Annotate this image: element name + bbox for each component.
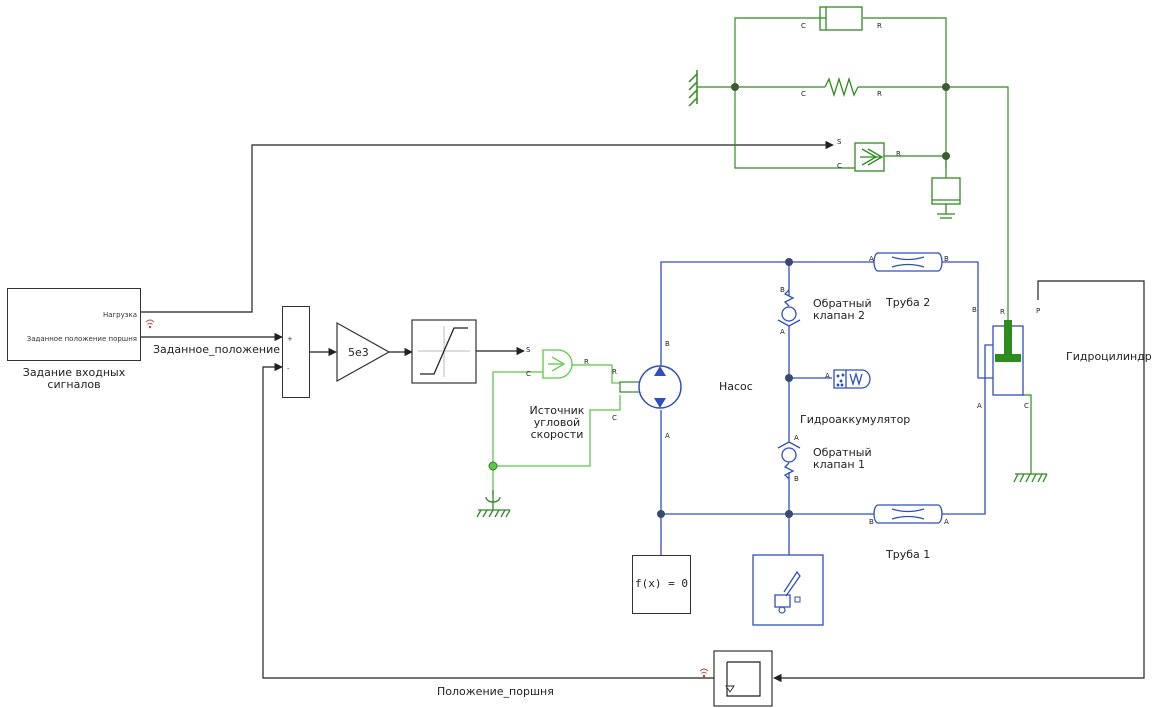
port-label: R — [877, 90, 882, 98]
source-label-2: угловой — [533, 416, 581, 429]
gain-value: 5e3 — [348, 346, 369, 359]
hydraulic-cylinder-icon[interactable] — [992, 320, 1024, 396]
sum-minus: - — [287, 365, 290, 373]
solver-block[interactable]: f(x) = 0 — [632, 555, 691, 614]
source-label-3: скорости — [530, 428, 584, 441]
inputs-block[interactable]: Нагрузка Заданное положение поршня — [7, 288, 141, 361]
accumulator-label: Гидроаккумулятор — [800, 413, 911, 426]
port-label: B — [794, 475, 799, 483]
inputs-label-2: сигналов — [47, 378, 101, 391]
mechanical-nodes — [731, 83, 950, 160]
port-label: S — [837, 138, 842, 146]
damper-icon[interactable] — [819, 6, 863, 31]
port-label: A — [794, 434, 799, 442]
setpoint-signal-label: Заданное_положение — [153, 343, 280, 356]
rotational-lines — [492, 364, 621, 495]
port-label: C — [526, 370, 531, 378]
port-label: A — [977, 402, 982, 410]
spring-icon[interactable] — [824, 76, 859, 98]
signal-lines — [140, 140, 1145, 683]
scope-block[interactable] — [713, 650, 773, 707]
check-valve-1-label-1: Обратный — [813, 446, 872, 459]
pipe-1-label: Труба 1 — [886, 548, 931, 561]
port-label: R — [877, 22, 882, 30]
rotational-node — [488, 461, 498, 471]
check-valve-2-label-1: Обратный — [813, 297, 872, 310]
signal-position-line[interactable] — [773, 280, 1145, 683]
angular-velocity-source-icon[interactable] — [542, 349, 573, 379]
mass-icon[interactable] — [931, 177, 961, 219]
port-label: A — [780, 328, 785, 336]
check-valve-1-label-2: клапан 1 — [813, 458, 866, 471]
source-label-1: Источник — [529, 404, 585, 417]
port-label: B — [972, 306, 977, 314]
saturation-block[interactable] — [411, 319, 477, 384]
port-position-label: Заданное положение поршня — [26, 335, 137, 343]
port-label: A — [944, 518, 949, 526]
reservoir-block[interactable] — [752, 554, 824, 626]
mechanical-reference-icon — [688, 70, 698, 107]
wireless-icon — [145, 319, 155, 329]
port-label: A — [869, 255, 874, 263]
hydraulic-nodes — [657, 258, 793, 518]
accumulator-icon[interactable] — [833, 369, 871, 389]
port-label: P — [1036, 307, 1041, 315]
position-signal-label: Положение_поршня — [437, 685, 554, 698]
port-label: R — [584, 358, 589, 366]
port-label: C — [801, 90, 806, 98]
port-label: C — [801, 22, 806, 30]
pipe-2-icon[interactable] — [873, 252, 943, 272]
cylinder-label: Гидроцилиндр — [1066, 350, 1152, 363]
port-label: B — [665, 340, 670, 348]
signal-feedback-line[interactable] — [262, 362, 714, 679]
force-source-icon[interactable] — [854, 142, 885, 172]
rotational-reference-icon — [476, 490, 511, 518]
port-label: S — [526, 346, 531, 354]
port-load-label: Нагрузка — [102, 311, 137, 319]
port-label: B — [869, 518, 874, 526]
mechanical-lines — [697, 17, 1032, 474]
port-label: C — [837, 162, 842, 170]
port-label: C — [612, 414, 617, 422]
gain-block[interactable] — [336, 321, 391, 383]
pump-label: Насос — [719, 380, 753, 393]
check-valve-1-icon[interactable] — [777, 441, 801, 480]
port-label: B — [944, 255, 949, 263]
hydraulic-lines — [660, 261, 993, 555]
port-label: R — [896, 150, 901, 158]
port-label: A — [665, 432, 670, 440]
port-label: R — [1000, 308, 1005, 316]
ground-cylinder-icon — [1013, 473, 1048, 483]
check-valve-2-icon[interactable] — [777, 289, 801, 327]
port-label: B — [780, 286, 785, 294]
port-label: R — [612, 368, 617, 376]
pump-icon[interactable] — [619, 365, 682, 409]
check-valve-2-label-2: клапан 2 — [813, 309, 866, 322]
solver-label: f(x) = 0 — [635, 577, 688, 590]
sum-block[interactable]: + - — [282, 306, 310, 398]
port-label: A — [825, 372, 830, 380]
inputs-label-1: Задание входных — [22, 366, 126, 379]
signal-load-line[interactable] — [140, 140, 834, 313]
pipe-1-icon[interactable] — [873, 504, 943, 524]
wireless-icon-2 — [699, 668, 709, 678]
sum-plus: + — [287, 335, 293, 343]
port-label: C — [1024, 402, 1029, 410]
pipe-2-label: Труба 2 — [886, 296, 931, 309]
